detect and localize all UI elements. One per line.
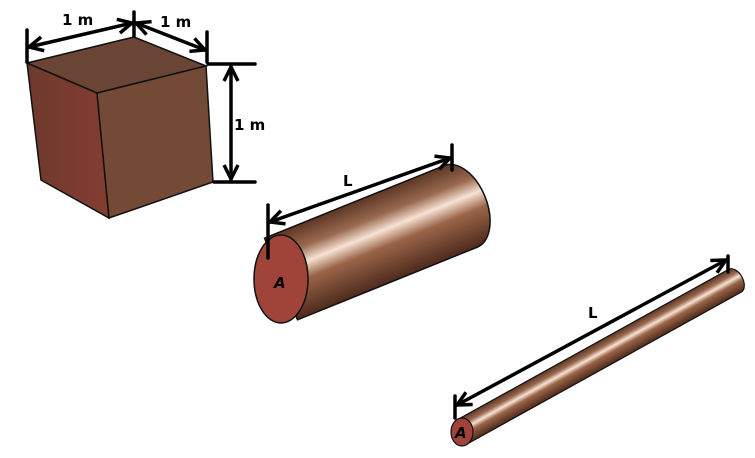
depth-dimension-arrow [136, 23, 205, 50]
cube: 1 m 1 m 1 m [24, 10, 265, 220]
cube-depth-label: 1 m [160, 13, 191, 31]
rod-end-face [450, 417, 474, 447]
width-dimension-arrow [29, 23, 132, 47]
cube-right-face [96, 65, 214, 220]
rod-length-arrow [457, 260, 726, 405]
cylinder-area-label: A [273, 274, 286, 292]
short-cylinder: A L [253, 143, 491, 324]
cylinder-length-arrow [270, 158, 450, 222]
cube-width-label: 1 m [62, 11, 93, 29]
cube-height-label: 1 m [234, 116, 265, 134]
rod-length-label: L [588, 304, 598, 322]
rod-area-label: A [454, 424, 467, 442]
long-rod: A L [450, 254, 745, 447]
rod-body [454, 268, 745, 445]
cylinder-length-label: L [343, 172, 353, 190]
